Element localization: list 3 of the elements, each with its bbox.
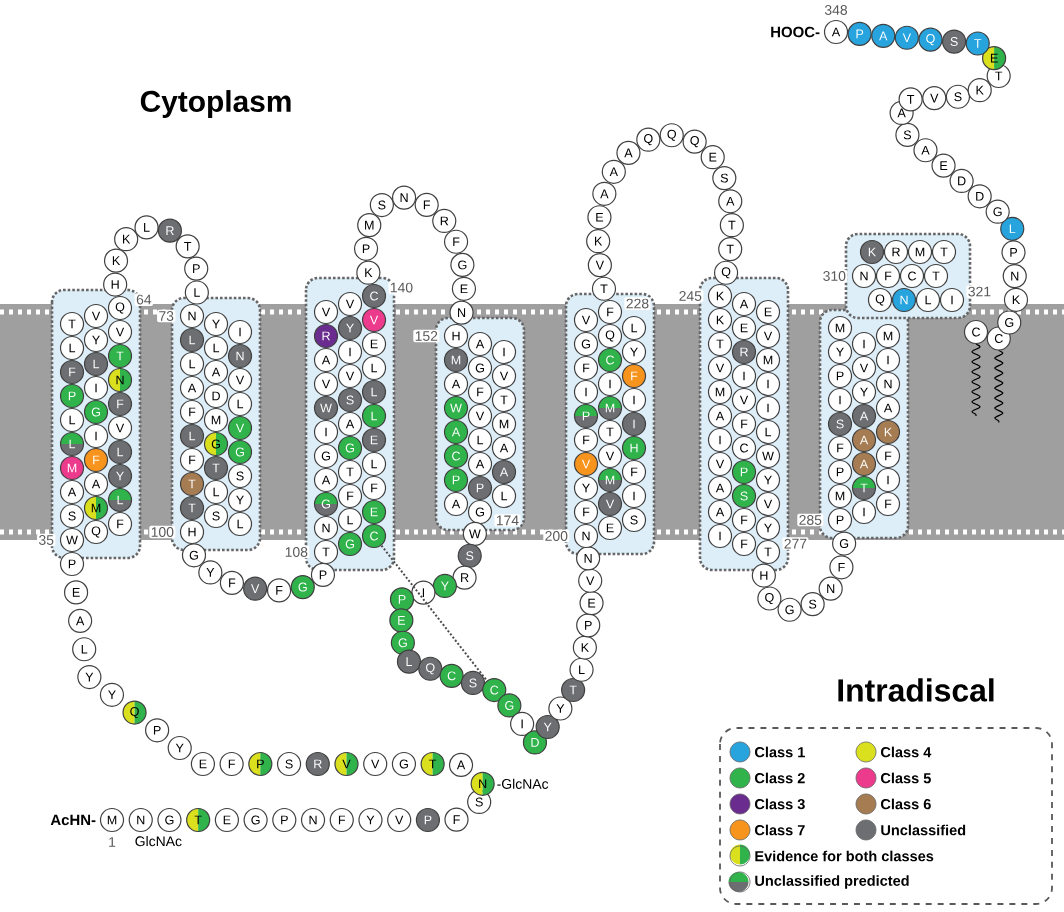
- region-label: Intradiscal: [838, 678, 994, 702]
- disulfide-bond: [380, 544, 488, 682]
- region-label: Cytoplasm: [140, 90, 291, 118]
